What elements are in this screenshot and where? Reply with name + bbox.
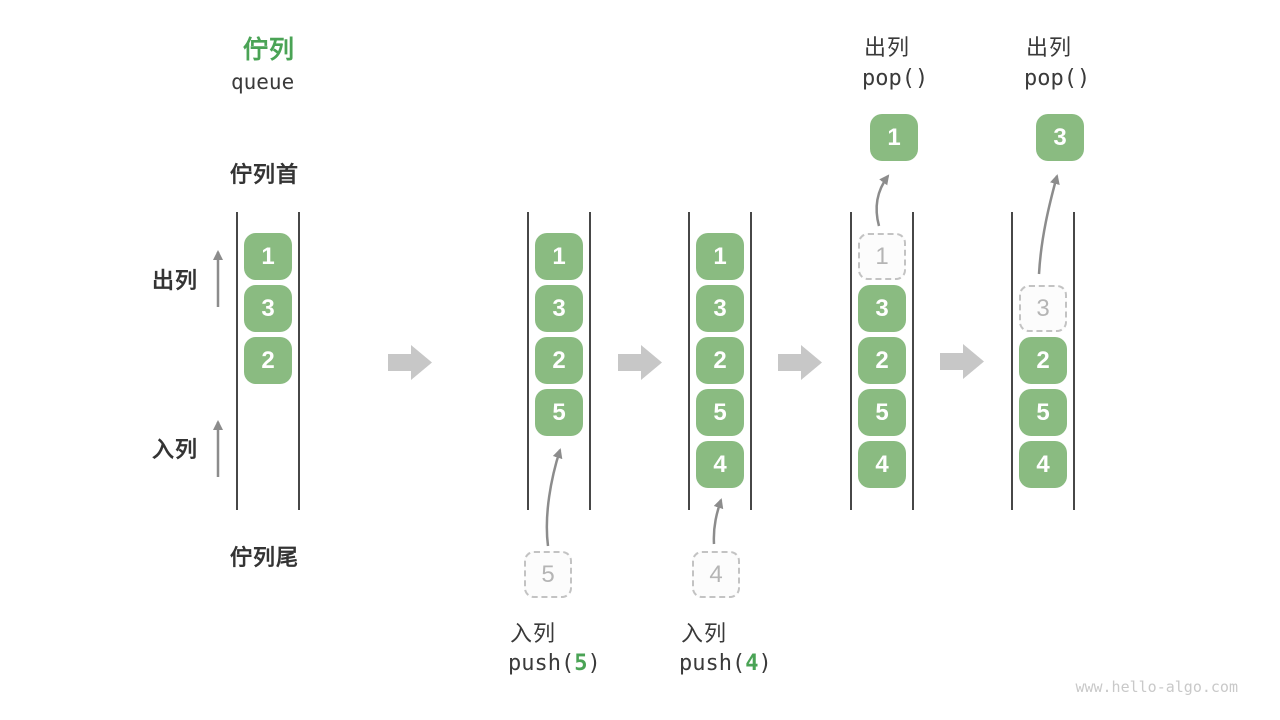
pop1-arrow-icon bbox=[875, 174, 890, 227]
flow-arrow-icon bbox=[618, 345, 662, 380]
push4-code-suffix: ) bbox=[758, 651, 772, 676]
queue-element: 3 bbox=[696, 285, 744, 332]
queue-wall bbox=[750, 212, 752, 510]
queue-element: 4 bbox=[696, 441, 744, 488]
flow-arrow-icon bbox=[778, 345, 822, 380]
push5-code-prefix: push( bbox=[508, 651, 575, 676]
push4-arrow-icon bbox=[712, 498, 724, 545]
queue-tail-label: 佇列尾 bbox=[230, 545, 300, 570]
push5-arrow-icon bbox=[545, 448, 563, 547]
queue-element: 1 bbox=[244, 233, 292, 280]
queue-wall bbox=[1011, 212, 1013, 510]
incoming-element-ghost: 5 bbox=[524, 551, 572, 598]
push5-code-arg: 5 bbox=[574, 651, 588, 676]
push4-code-prefix: push( bbox=[679, 651, 746, 676]
pop2-op-label: 出列 bbox=[1026, 35, 1073, 60]
queue-element: 5 bbox=[1019, 389, 1067, 436]
push5-op-label: 入列 bbox=[510, 621, 557, 646]
queue-element: 3 bbox=[535, 285, 583, 332]
pop1-op-label: 出列 bbox=[864, 35, 911, 60]
pop1-op-code: pop() bbox=[862, 66, 929, 91]
removed-element-ghost: 3 bbox=[1019, 285, 1067, 332]
queue-element: 2 bbox=[858, 337, 906, 384]
flow-arrow-icon bbox=[940, 344, 984, 379]
pop2-op-code: pop() bbox=[1024, 66, 1091, 91]
push5-op-code: push(5) bbox=[508, 651, 601, 676]
pop2-arrow-icon bbox=[1037, 174, 1060, 275]
push5-code-suffix: ) bbox=[587, 651, 601, 676]
removed-element-ghost: 1 bbox=[858, 233, 906, 280]
queue-wall bbox=[527, 212, 529, 510]
popped-element: 3 bbox=[1036, 114, 1084, 161]
queue-element: 1 bbox=[696, 233, 744, 280]
queue-wall bbox=[912, 212, 914, 510]
push4-op-label: 入列 bbox=[681, 621, 728, 646]
queue-wall bbox=[236, 212, 238, 510]
queue-element: 1 bbox=[535, 233, 583, 280]
push4-code-arg: 4 bbox=[745, 651, 759, 676]
queue-wall bbox=[688, 212, 690, 510]
queue-element: 2 bbox=[1019, 337, 1067, 384]
queue-element: 3 bbox=[244, 285, 292, 332]
queue-element: 2 bbox=[696, 337, 744, 384]
queue-front-label: 佇列首 bbox=[230, 162, 300, 187]
queue-element: 2 bbox=[535, 337, 583, 384]
queue-element: 5 bbox=[858, 389, 906, 436]
queue-element: 5 bbox=[535, 389, 583, 436]
dequeue-side-label: 出列 bbox=[152, 268, 199, 293]
diagram-title-zh: 佇列 bbox=[243, 36, 296, 64]
queue-wall bbox=[589, 212, 591, 510]
queue-wall bbox=[1073, 212, 1075, 510]
queue-element: 5 bbox=[696, 389, 744, 436]
queue-element: 2 bbox=[244, 337, 292, 384]
popped-element: 1 bbox=[870, 114, 918, 161]
queue-element: 4 bbox=[1019, 441, 1067, 488]
enqueue-side-label: 入列 bbox=[152, 437, 199, 462]
queue-wall bbox=[850, 212, 852, 510]
incoming-element-ghost: 4 bbox=[692, 551, 740, 598]
flow-arrow-icon bbox=[388, 345, 432, 380]
queue-element: 4 bbox=[858, 441, 906, 488]
diagram-title-en: queue bbox=[231, 70, 295, 94]
push4-op-code: push(4) bbox=[679, 651, 772, 676]
watermark: www.hello-algo.com bbox=[1075, 678, 1238, 696]
queue-wall bbox=[298, 212, 300, 510]
queue-element: 3 bbox=[858, 285, 906, 332]
